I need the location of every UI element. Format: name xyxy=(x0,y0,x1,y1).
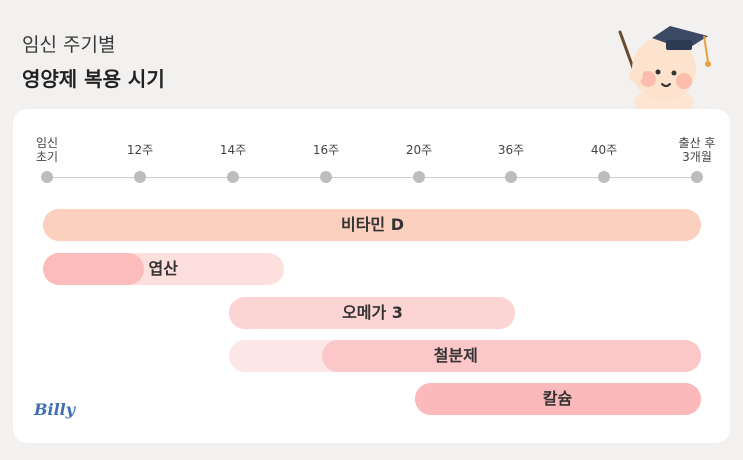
tick-label: 임신 초기 xyxy=(35,136,59,164)
tick-label: 36주 xyxy=(497,143,525,157)
tick-dot xyxy=(134,171,146,183)
page-subtitle: 임신 주기별 xyxy=(22,34,116,56)
axis-line xyxy=(47,177,697,178)
tick-dot xyxy=(320,171,332,183)
tick-dot xyxy=(691,171,703,183)
tick-label: 출산 후 3개월 xyxy=(678,136,716,164)
supplement-label: 엽산 xyxy=(148,259,178,278)
tick-label: 20주 xyxy=(405,143,433,157)
tick-label: 14주 xyxy=(219,143,247,157)
tick-label: 40주 xyxy=(590,143,618,157)
tick-dot xyxy=(227,171,239,183)
tick-dot xyxy=(598,171,610,183)
supplement-label: 오메가 3 xyxy=(342,303,403,322)
supplement-label: 칼슘 xyxy=(542,389,573,408)
supplement-bar-highlight xyxy=(322,340,701,372)
brand-logo: Billy xyxy=(34,400,76,419)
supplement-bar-highlight xyxy=(43,253,144,285)
supplement-bar-highlight xyxy=(43,209,701,241)
supplement-bar-highlight xyxy=(415,383,701,415)
page-title: 영양제 복용 시기 xyxy=(22,67,165,91)
tick-dot xyxy=(413,171,425,183)
tick-label: 16주 xyxy=(312,143,340,157)
tick-dot xyxy=(505,171,517,183)
baby-graduate-icon xyxy=(618,26,711,114)
supplement-label: 비타민 D xyxy=(340,215,405,234)
tick-dot xyxy=(41,171,53,183)
tick-label: 12주 xyxy=(126,143,154,157)
supplement-label: 철분제 xyxy=(433,346,478,365)
supplement-bar-highlight xyxy=(229,297,515,329)
